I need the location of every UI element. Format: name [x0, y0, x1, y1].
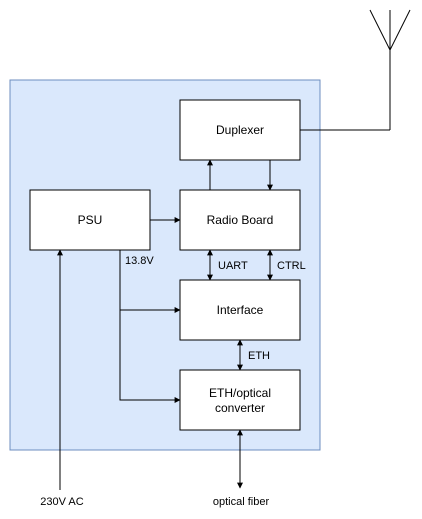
interface-block — [179, 279, 301, 341]
interface-label: Interface — [217, 303, 264, 317]
power-bus-line — [119, 250, 181, 403]
voltage-label: 13.8V — [125, 255, 154, 267]
ctrl-label: CTRL — [277, 260, 306, 272]
psu-label: PSU — [78, 213, 103, 227]
eth-optical-label-line1: ETH/optical — [209, 386, 271, 400]
eth-optical-label-line2: converter — [215, 401, 265, 415]
radio-board-label: Radio Board — [207, 213, 274, 227]
psu-block — [29, 189, 151, 251]
duplexer-block — [179, 99, 301, 161]
optical-fiber-label: optical fiber — [213, 496, 270, 508]
mains-label: 230V AC — [40, 496, 83, 508]
duplexer-label: Duplexer — [216, 123, 264, 137]
eth-optical-converter-block — [179, 369, 301, 431]
antenna-icon — [369, 9, 411, 130]
uart-label: UART — [218, 260, 248, 272]
eth-label: ETH — [248, 350, 270, 362]
